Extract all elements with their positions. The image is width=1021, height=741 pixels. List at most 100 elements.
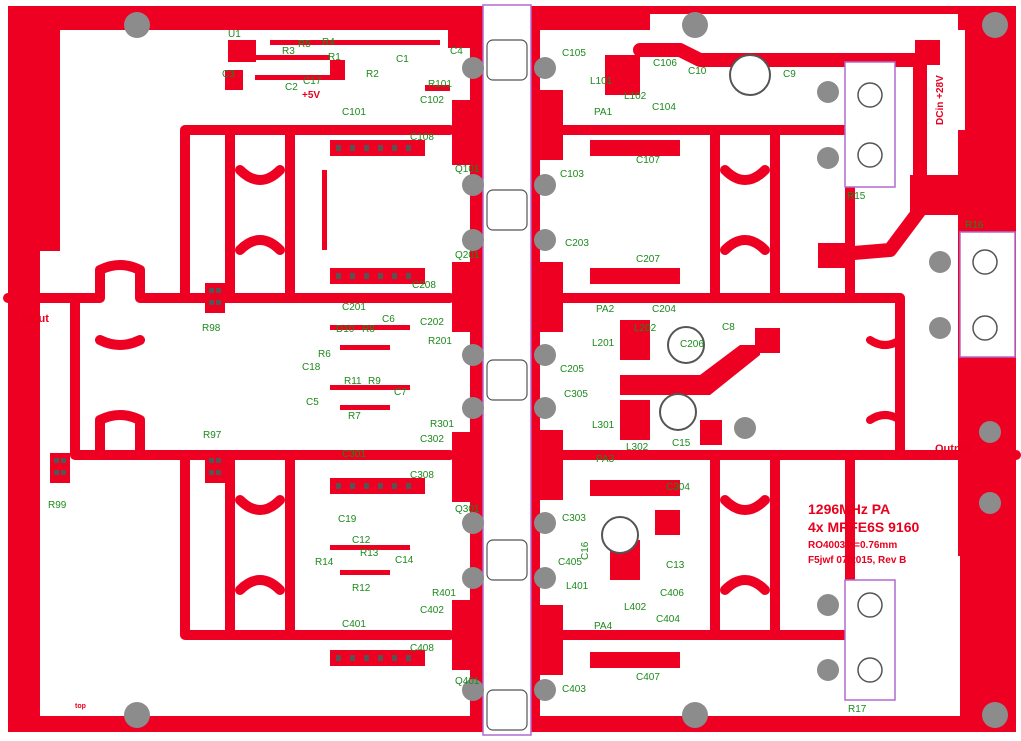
label-c14: C14 (395, 555, 414, 566)
label-c207: C207 (636, 254, 660, 265)
label-r2: R2 (366, 69, 379, 80)
title-line-2: 4x MRFE6S 9160 (808, 519, 919, 535)
label-c17: C17 (303, 76, 322, 87)
label-d10: D10 (336, 324, 355, 335)
label-c13: C13 (666, 560, 685, 571)
label-c204: C204 (652, 304, 676, 315)
label-r401: R401 (432, 588, 456, 599)
label-l401: L401 (566, 581, 589, 592)
label-c2: C2 (285, 82, 298, 93)
label-c18: C18 (302, 362, 321, 373)
label-l302: L302 (626, 442, 649, 453)
output-label: Output (935, 443, 971, 455)
label-c101: C101 (342, 107, 366, 118)
label-c305: C305 (564, 389, 588, 400)
title-line-1: 1296MHz PA (808, 501, 890, 517)
cap-arrays (330, 140, 680, 668)
label-q401: Q401 (455, 676, 480, 687)
label-pa3: PA3 (596, 454, 615, 465)
output-bias (605, 40, 940, 580)
label-r17: R17 (848, 704, 867, 715)
label-r97: R97 (203, 430, 222, 441)
label-c203: C203 (565, 238, 589, 249)
label-c401: C401 (342, 619, 366, 630)
label-r98: R98 (202, 323, 221, 334)
label-q201: Q201 (455, 250, 480, 261)
plus5v-label: +5V (302, 90, 320, 101)
label-c19: C19 (338, 514, 357, 525)
label-r7: R7 (348, 411, 361, 422)
label-r1: R1 (328, 52, 341, 63)
label-l301: L301 (592, 420, 615, 431)
label-r15: R15 (847, 191, 866, 202)
label-c201: C201 (342, 302, 366, 313)
label-c202: C202 (420, 317, 444, 328)
label-c405: C405 (558, 557, 582, 568)
label-r14: R14 (315, 557, 334, 568)
label-u1: U1 (228, 29, 241, 40)
label-c408: C408 (410, 643, 434, 654)
electrolytic-caps (601, 54, 771, 554)
label-r8: R8 (362, 324, 375, 335)
label-c404: C404 (656, 614, 680, 625)
label-r13: R13 (360, 548, 379, 559)
label-c9: C9 (783, 69, 796, 80)
label-l201: L201 (592, 338, 615, 349)
label-r101: R101 (428, 79, 452, 90)
label-pa1: PA1 (594, 107, 613, 118)
power-resistors (844, 61, 1016, 701)
label-c12: C12 (352, 535, 371, 546)
input-resistors (50, 283, 225, 483)
title-line-4: F5jwf 07/2015, Rev B (808, 555, 906, 566)
input-label: Input (22, 313, 49, 325)
label-r4: R4 (322, 37, 335, 48)
label-c4: C4 (450, 46, 463, 57)
label-c104: C104 (652, 102, 676, 113)
label-c304: C304 (666, 482, 690, 493)
label-c208: C208 (412, 280, 436, 291)
label-c6: C6 (382, 314, 395, 325)
silkscreen-labels: U1 C4 R5 R3 R4 R1 R2 C1 C3 C17 C2 R101 C… (48, 29, 984, 715)
label-r11: R11 (344, 376, 362, 387)
label-c301: C301 (342, 449, 366, 460)
title-block: 1296MHz PA 4x MRFE6S 9160 RO4003 h=0.76m… (808, 501, 919, 566)
label-l101: L101 (590, 76, 613, 87)
dcin-label: DCin +28V (935, 75, 946, 125)
input-network (3, 125, 455, 640)
label-pa2: PA2 (596, 304, 615, 315)
top-label: top (75, 703, 86, 710)
label-c303: C303 (562, 513, 586, 524)
label-r12: R12 (352, 583, 371, 594)
label-c308: C308 (410, 470, 434, 481)
label-r16: R16 (965, 220, 984, 231)
label-c403: C403 (562, 684, 586, 695)
label-c105: C105 (562, 48, 586, 59)
bias-circuits (225, 20, 476, 575)
label-pa4: PA4 (594, 621, 613, 632)
title-line-3: RO4003 h=0.76mm (808, 540, 897, 551)
mounting-holes (124, 12, 1008, 728)
label-c5: C5 (306, 397, 319, 408)
label-c3: C3 (222, 69, 235, 80)
label-l202: L202 (634, 323, 657, 334)
label-c108: C108 (410, 132, 434, 143)
label-q301: Q301 (455, 504, 480, 515)
label-r99: R99 (48, 500, 67, 511)
center-fixture (482, 4, 532, 736)
label-q101: Q101 (455, 164, 480, 175)
label-r301: R301 (430, 419, 454, 430)
label-c15: C15 (672, 438, 691, 449)
label-c102: C102 (420, 95, 444, 106)
label-r201: R201 (428, 336, 452, 347)
label-r9: R9 (368, 376, 381, 387)
transistor-pads (452, 90, 563, 675)
label-c206: C206 (680, 339, 704, 350)
label-r6: R6 (318, 349, 331, 360)
label-r5: R5 (298, 39, 311, 50)
label-c407: C407 (636, 672, 660, 683)
label-c16: C16 (580, 541, 591, 560)
label-c106: C106 (653, 58, 677, 69)
label-c103: C103 (560, 169, 584, 180)
label-c1: C1 (396, 54, 409, 65)
